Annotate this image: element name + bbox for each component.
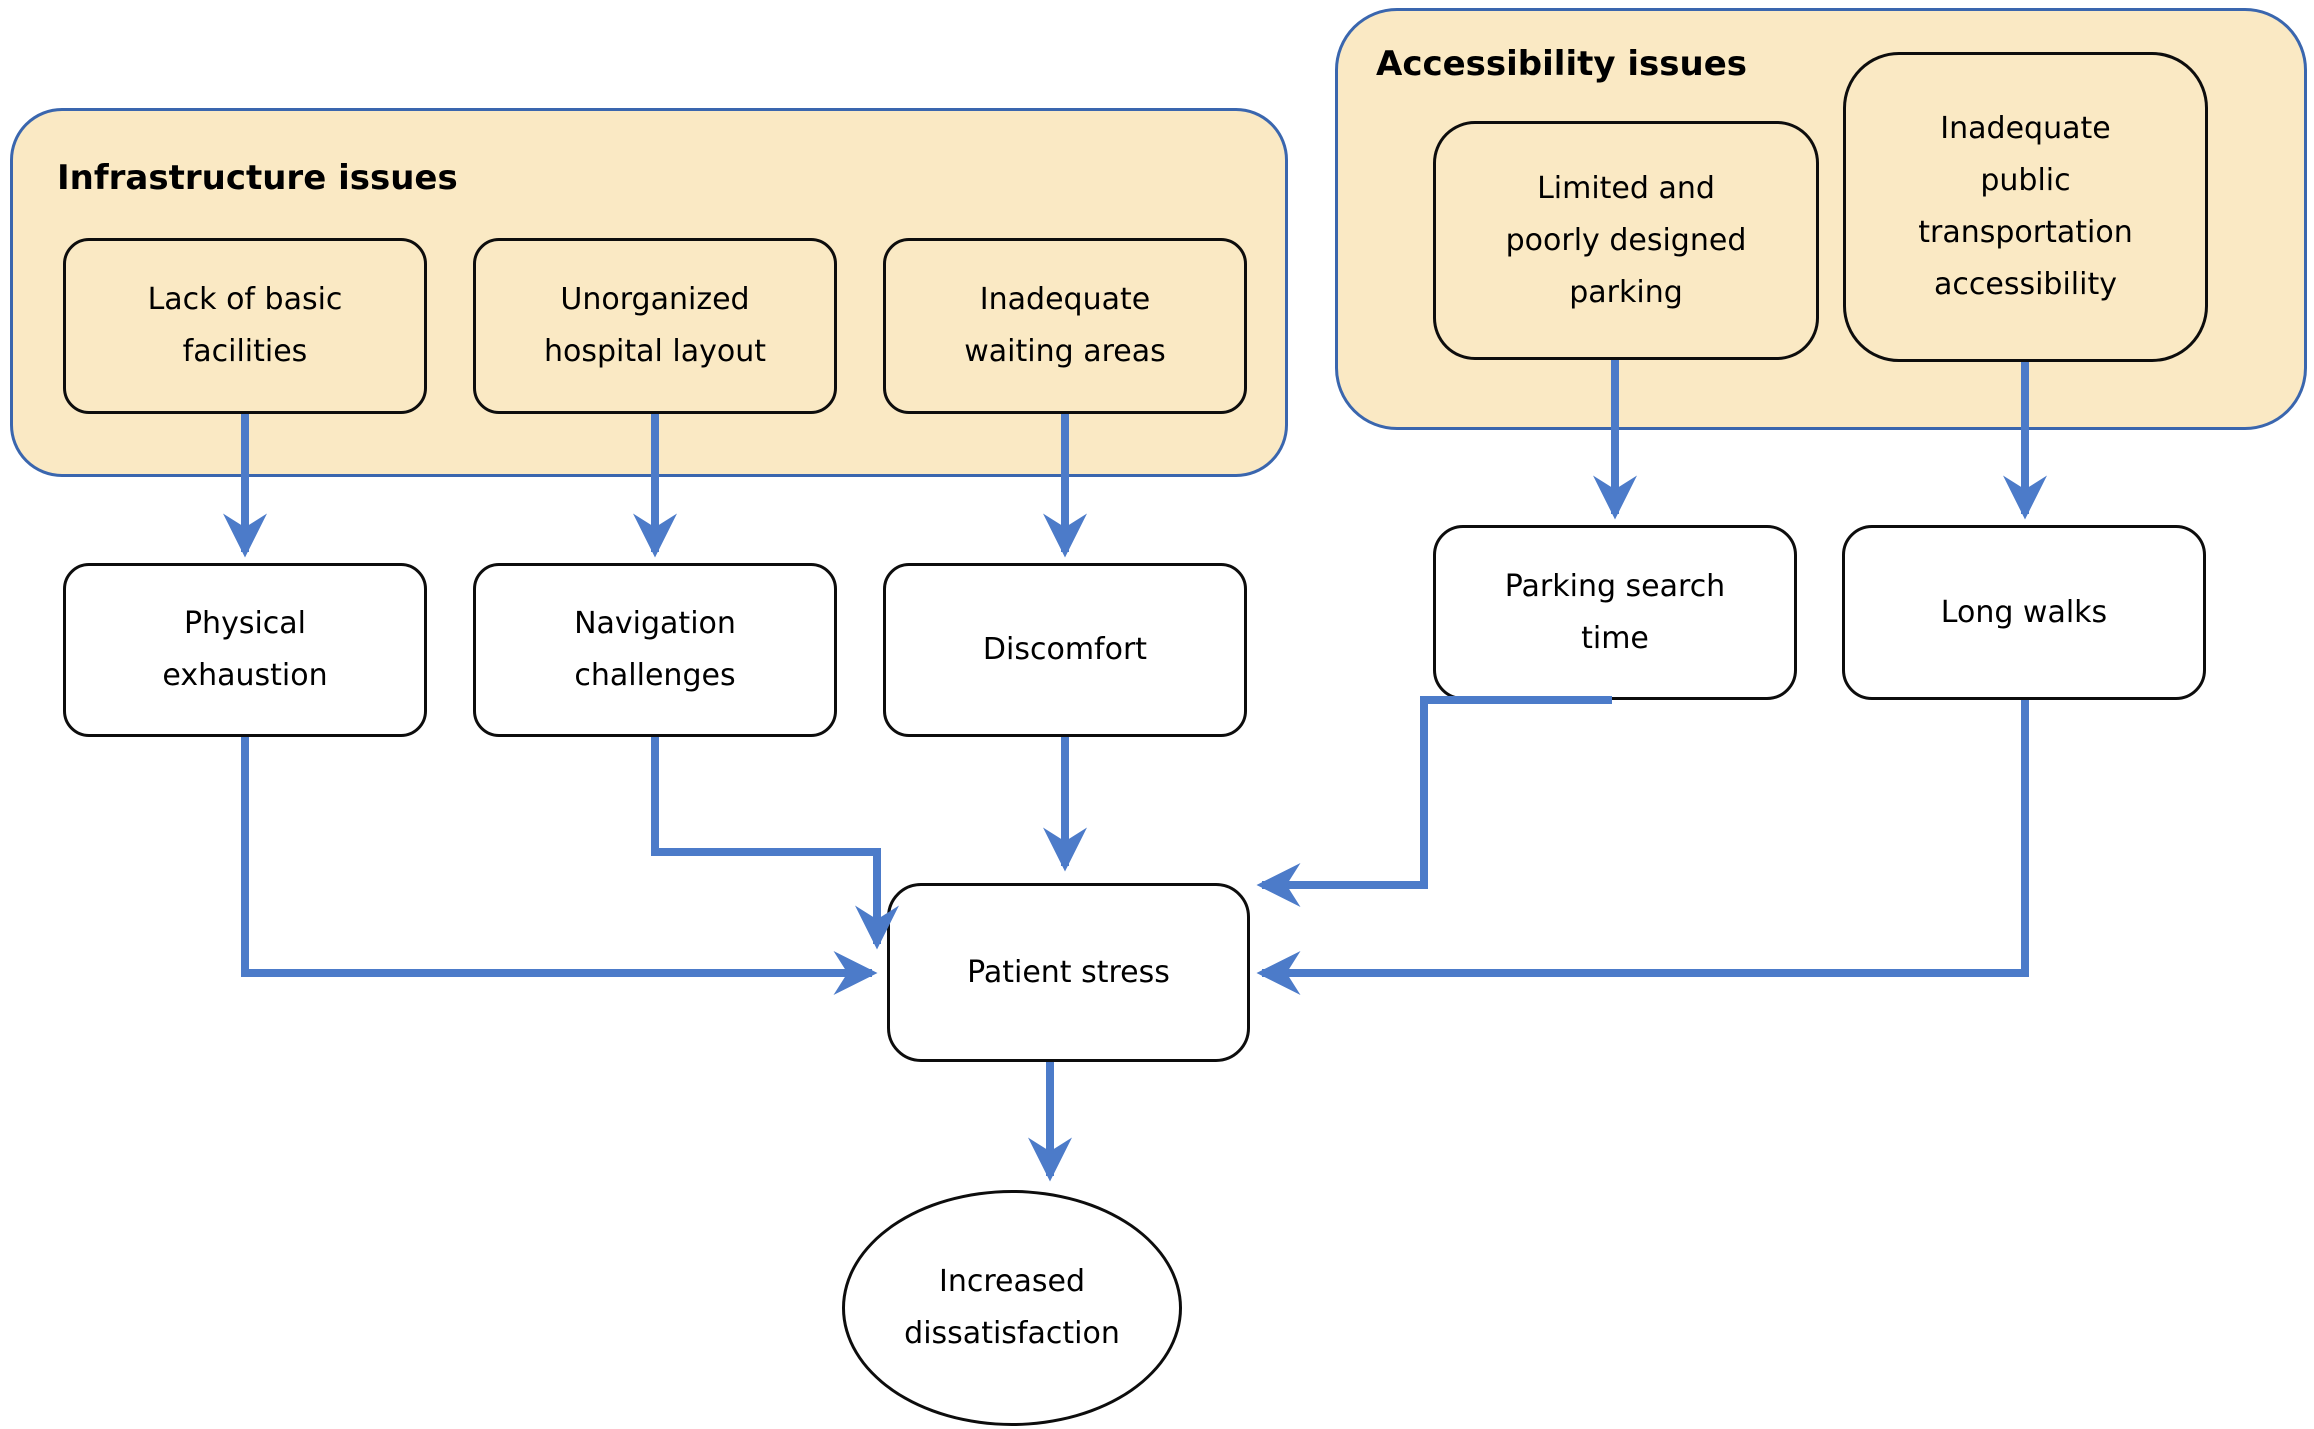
node-discomfort: Discomfort bbox=[883, 563, 1247, 737]
node-long-walks: Long walks bbox=[1842, 525, 2206, 700]
edge-long-walks-to-patient-stress bbox=[1256, 700, 2029, 995]
group-title-accessibility-issues: Accessibility issues bbox=[1376, 44, 1747, 84]
edge-navigation-challenges-to-patient-stress bbox=[651, 737, 899, 950]
node-patient-stress: Patient stress bbox=[887, 883, 1250, 1062]
group-title-infrastructure-issues: Infrastructure issues bbox=[57, 158, 458, 198]
edge-parking-search-time-to-patient-stress bbox=[1256, 696, 1612, 907]
edge-physical-exhaustion-to-patient-stress bbox=[241, 737, 878, 995]
